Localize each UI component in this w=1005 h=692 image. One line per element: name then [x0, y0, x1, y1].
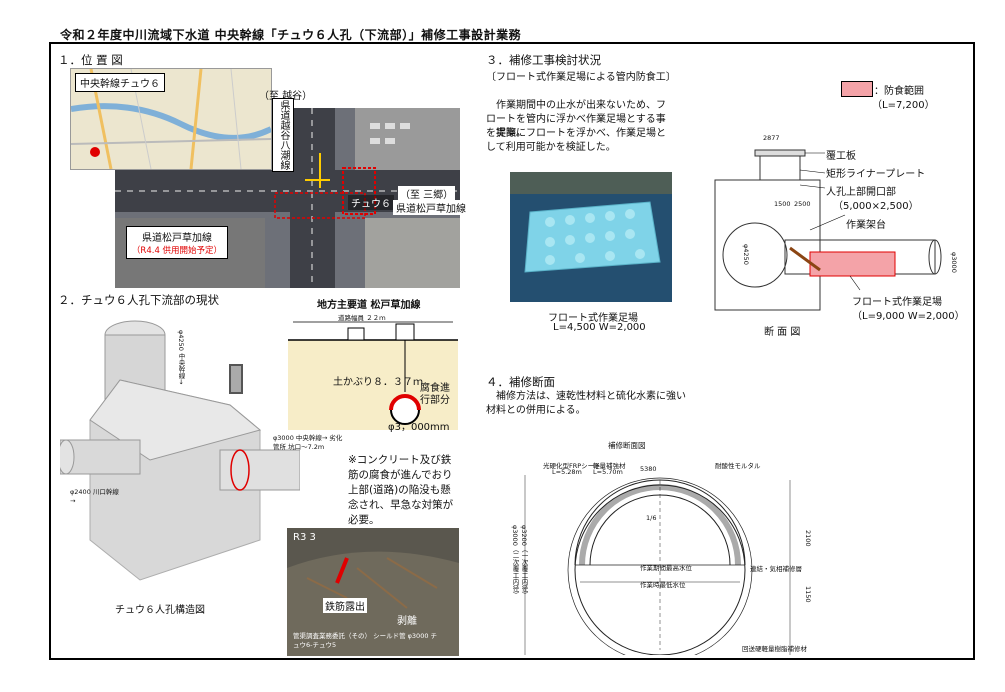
pipe-dia-label: φ3，000mm — [388, 422, 450, 433]
label-light-material: 軽量補強材 — [593, 462, 626, 470]
dim-d4250: φ4250 — [742, 244, 750, 265]
road-matsudo-box-name: 県道松戸草加線 — [142, 233, 212, 244]
iso-label-left: φ2400 川口幹線→ — [70, 488, 119, 505]
road-koshigaya-label: 県道越谷八潮線 — [272, 98, 294, 172]
label-flow-high: 作業期間最高水位 — [640, 564, 692, 572]
label-scaffold: 作業架台 — [846, 220, 886, 231]
section-drawing — [714, 149, 942, 311]
dim-d3000: φ3000（二次覆工内径） — [511, 525, 519, 598]
chu6-marker-label: チュウ６ — [348, 195, 394, 210]
dir-koshigaya: （至 越谷） — [259, 91, 313, 102]
corrosion-legend-swatch — [841, 81, 873, 97]
label-opening-size: （5,000×2,500） — [833, 201, 919, 212]
label-frp-sheet: 光硬化型FRPシート — [543, 462, 601, 470]
photo-tag: R3 3 — [293, 532, 316, 543]
dim-1150: 1150 — [804, 586, 812, 603]
pipe-interior-photo: R3 3 鉄筋露出 剥離 管渠調査業務委託（その） シールド管 φ3000 チュ… — [287, 528, 459, 656]
road-matsudo-box: 県道松戸草加線 （R4.4 供用開始予定） — [126, 226, 228, 259]
corrosion-label: 腐食進行部分 — [420, 383, 450, 406]
float-photo-caption: フロート式作業足場 — [548, 313, 638, 324]
dim-d3000: φ3000 — [950, 252, 958, 273]
section3-para2: 実際にフロートを浮かべ、作業足場として利用可能かを検証した。 — [486, 128, 666, 153]
dim-top: 2877 — [763, 134, 780, 142]
label-liner: 矩形ライナープレート — [826, 169, 926, 180]
float-scaffold-photo — [510, 172, 672, 302]
road-width: 道路幅員 ２２ｍ — [338, 314, 386, 322]
label-opening: 人孔上部開口部 — [826, 187, 896, 198]
corrosion-legend-length: （L=7,200） — [872, 100, 935, 111]
label-float: フロート式作業足場 — [852, 297, 942, 308]
road-section-drawing — [288, 321, 458, 430]
road-matsudo-label: 県道松戸草加線 — [393, 200, 469, 215]
photo-exposed-label: 鉄筋露出 — [323, 598, 367, 613]
location-map: 中央幹線チュウ６ — [70, 68, 272, 170]
manhole-iso-drawing — [60, 320, 300, 581]
label-5380: 5380 — [640, 465, 657, 473]
section3-heading: ３．補修工事検討状況 — [486, 53, 601, 67]
page-title: 令和２年度中川流域下水道 中央幹線「チュウ６人孔（下流部）」補修工事設計業務 — [60, 28, 522, 42]
warning-note: ※コンクリート及び鉄筋の腐食が進んでおり上部(道路)の陥没も懸念され、早急な対策… — [348, 454, 454, 526]
label-light-length: L=5.70m — [593, 468, 623, 476]
dim-2500: 2500 — [794, 200, 811, 208]
label-bottom-material: 回送硬軽量樹脂補修材 — [742, 645, 807, 653]
label-cover-plate: 覆工板 — [826, 151, 856, 162]
section4-heading: ４．補修断面 — [486, 375, 555, 389]
label-mortar: 耐酸性モルタル — [715, 462, 761, 470]
open-note: （R4.4 供用開始予定） — [131, 246, 223, 256]
road-title: 地方主要道 松戸草加線 — [317, 300, 421, 311]
label-float-size: （L=9,000 W=2,000） — [852, 311, 965, 322]
section1-heading: １．位 置 図 — [58, 53, 123, 67]
float-scaffold-drawing — [510, 172, 672, 302]
label-flow-low: 作業時最低水位 — [640, 581, 686, 589]
cover-depth: 土かぶり８．３７ｍ — [333, 377, 423, 388]
dim-2100: 2100 — [804, 530, 812, 547]
dir-misato: （至 三郷） — [398, 186, 456, 201]
label-slope: 1/6 — [646, 514, 657, 522]
photo-peel-label: 剥離 — [397, 616, 417, 627]
corrosion-legend-label: ：防食範囲 — [874, 86, 924, 97]
repair-drawing-title: 補修断面図 — [608, 441, 646, 450]
dim-d3200: φ3200（一次覆工内径） — [520, 525, 528, 598]
photo-info: 管渠調査業務委託（その） シールド管 φ3000 チュウ6-チュウ5 — [293, 632, 438, 649]
section4-para: 補修方法は、速乾性材料と硫化水素に強い材料との併用による。 — [486, 391, 686, 416]
iso-label-right: φ3000 中央幹線→ 劣化管所 坑口〜7.2m — [273, 434, 343, 451]
label-fix-layer: 連結・気相補修層 — [750, 565, 802, 573]
iso-label-top: φ4250 中央幹線→ — [177, 330, 185, 385]
section2-heading: ２．チュウ６人孔下流部の現状 — [58, 293, 219, 307]
document-frame — [49, 42, 975, 660]
section3-para1: 作業期間中の止水が出来ないため、フロートを管内に浮かべ作業足場とする事を提案。 — [486, 100, 666, 139]
section3-subheading: 〔フロート式作業足場による管内防食工〕 — [486, 72, 676, 83]
struct-caption: チュウ６人孔構造図 — [115, 605, 205, 616]
float-photo-size: L=4,500 W=2,000 — [553, 322, 646, 333]
map-label: 中央幹線チュウ６ — [75, 73, 165, 92]
label-frp-length: L=5.28m — [552, 468, 582, 476]
dim-1500: 1500 — [774, 200, 791, 208]
pipe-interior-drawing — [287, 528, 459, 656]
section-caption: 断 面 図 — [764, 327, 801, 338]
repair-section-drawing — [524, 475, 791, 655]
